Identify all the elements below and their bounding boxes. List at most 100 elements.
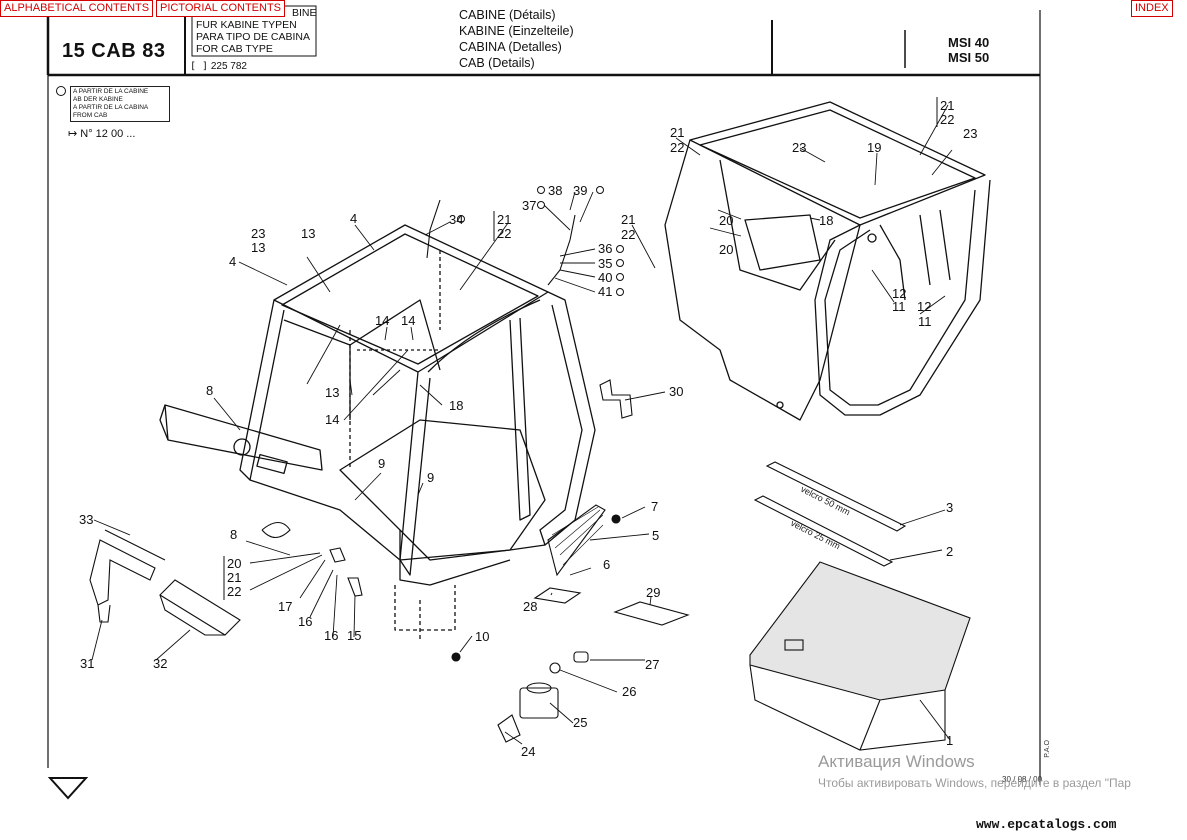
note-line-de: AB DER KABINE bbox=[73, 96, 123, 103]
part-label-17: 17 bbox=[278, 599, 292, 614]
cab-type-line-1: BINE bbox=[292, 7, 317, 19]
site-url[interactable]: www.epcatalogs.com bbox=[976, 817, 1117, 832]
part-label-20c: 20 bbox=[719, 242, 733, 257]
part-label-37: 37 bbox=[522, 198, 536, 213]
part-label-38: 38 bbox=[548, 183, 562, 198]
part-label-3: 3 bbox=[946, 500, 953, 515]
part-label-21: 21 bbox=[227, 570, 241, 585]
windows-activation-title: Активация Windows bbox=[818, 752, 975, 771]
model-msi-50: MSI 50 bbox=[948, 50, 990, 65]
part-label-21c: 21 bbox=[670, 125, 684, 140]
side-mark: P.A.O bbox=[1044, 740, 1051, 758]
part-label-14c: 14 bbox=[325, 412, 339, 427]
part-labels: 1 2 3 4 4 5 6 7 8 8 9 9 10 11 11 12 12 1… bbox=[79, 98, 977, 759]
part-label-18b: 18 bbox=[819, 213, 833, 228]
part-label-22: 22 bbox=[227, 584, 241, 599]
part-label-22b: 22 bbox=[497, 226, 511, 241]
part-label-23b: 23 bbox=[792, 140, 806, 155]
part-label-13c: 13 bbox=[325, 385, 339, 400]
part-label-29: 29 bbox=[646, 585, 660, 600]
part-label-10: 10 bbox=[475, 629, 489, 644]
part-label-9b: 9 bbox=[427, 470, 434, 485]
part-label-40: 40 bbox=[598, 270, 612, 285]
cab-ref-number: 225 782 bbox=[210, 61, 247, 72]
part-label-16b: 16 bbox=[324, 628, 338, 643]
title-fr: CABINE (Détails) bbox=[459, 8, 556, 22]
part-label-19: 19 bbox=[867, 140, 881, 155]
part-label-12: 12 bbox=[892, 286, 906, 301]
part-label-33: 33 bbox=[79, 512, 93, 527]
option-circle-icon bbox=[55, 84, 67, 102]
part-label-14b: 14 bbox=[401, 313, 415, 328]
part-label-12b: 12 bbox=[917, 299, 931, 314]
part-label-22c: 22 bbox=[670, 140, 684, 155]
from-cab-note: A PARTIR DE LA CABINE AB DER KABINE A PA… bbox=[70, 86, 170, 122]
cab-type-line-4: FOR CAB TYPE bbox=[196, 43, 273, 55]
part-label-4: 4 bbox=[350, 211, 357, 226]
part-label-20b: 20 bbox=[719, 213, 733, 228]
part-label-36: 36 bbox=[598, 241, 612, 256]
part-label-41: 41 bbox=[598, 284, 612, 299]
grouping-brackets bbox=[223, 97, 938, 600]
alphabetical-contents-link[interactable]: ALPHABETICAL CONTENTS bbox=[0, 0, 154, 17]
part-label-2: 2 bbox=[946, 544, 953, 559]
part-label-21b: 21 bbox=[497, 212, 511, 227]
part-label-23c: 23 bbox=[963, 126, 977, 141]
section-code: 15 CAB 83 bbox=[62, 40, 166, 62]
part-label-25: 25 bbox=[573, 715, 587, 730]
part-label-8b: 8 bbox=[230, 527, 237, 542]
index-link[interactable]: INDEX bbox=[1131, 0, 1173, 17]
model-msi-40: MSI 40 bbox=[948, 35, 990, 50]
part-label-21e: 21 bbox=[940, 98, 954, 113]
part-label-28: 28 bbox=[523, 599, 537, 614]
part-label-39: 39 bbox=[573, 183, 587, 198]
part-label-11b: 11 bbox=[918, 314, 932, 329]
part-label-16: 16 bbox=[298, 614, 312, 629]
note-line-es: A PARTIR DE LA CABINA bbox=[73, 104, 149, 111]
part-label-24: 24 bbox=[521, 744, 535, 759]
part-label-27: 27 bbox=[645, 657, 659, 672]
part-label-22d: 22 bbox=[621, 227, 635, 242]
part-label-9: 9 bbox=[378, 456, 385, 471]
small-parts bbox=[89, 199, 971, 751]
pictorial-contents-link[interactable]: PICTORIAL CONTENTS bbox=[156, 0, 286, 17]
part-label-4b: 4 bbox=[229, 254, 236, 269]
part-label-35: 35 bbox=[598, 256, 612, 271]
part-label-20: 20 bbox=[227, 556, 241, 571]
cab-type-line-2: FUR KABINE TYPEN bbox=[196, 19, 297, 31]
next-page-arrow-icon[interactable] bbox=[47, 777, 89, 800]
note-line-fr: A PARTIR DE LA CABINE bbox=[73, 88, 149, 95]
part-label-5: 5 bbox=[652, 528, 659, 543]
part-label-13b: 13 bbox=[301, 226, 315, 241]
velcro-50-label: velcro 50 mm bbox=[799, 484, 852, 517]
part-label-11: 11 bbox=[892, 299, 906, 314]
part-label-15: 15 bbox=[347, 628, 361, 643]
issue-date: 30 / 08 / 00 bbox=[1002, 775, 1043, 784]
part-label-34: 34 bbox=[449, 212, 463, 227]
leader-lines bbox=[91, 104, 953, 745]
part-label-21d: 21 bbox=[621, 212, 635, 227]
part-label-26: 26 bbox=[622, 684, 636, 699]
part-label-31: 31 bbox=[80, 656, 94, 671]
part-label-18: 18 bbox=[449, 398, 463, 413]
part-label-1: 1 bbox=[946, 733, 953, 748]
part-label-14: 14 bbox=[375, 313, 389, 328]
bracket-icon: [ ] bbox=[190, 61, 209, 72]
part-label-32: 32 bbox=[153, 656, 167, 671]
part-label-22e: 22 bbox=[940, 112, 954, 127]
note-line-en: FROM CAB bbox=[73, 112, 108, 119]
title-es: CABINA (Detalles) bbox=[459, 40, 562, 54]
part-label-6: 6 bbox=[603, 557, 610, 572]
part-label-30: 30 bbox=[669, 384, 683, 399]
windows-activation-text: Чтобы активировать Windows, перейдите в … bbox=[818, 776, 1131, 790]
part-label-23: 23 bbox=[251, 226, 265, 241]
title-de: KABINE (Einzelteile) bbox=[459, 24, 574, 38]
part-label-13: 13 bbox=[251, 240, 265, 255]
cab-frame-main bbox=[159, 224, 596, 640]
page-frame bbox=[46, 5, 1041, 785]
cab-frame-rear bbox=[664, 101, 991, 421]
part-label-7: 7 bbox=[651, 499, 658, 514]
title-en: CAB (Details) bbox=[459, 56, 535, 70]
part-label-8: 8 bbox=[206, 383, 213, 398]
